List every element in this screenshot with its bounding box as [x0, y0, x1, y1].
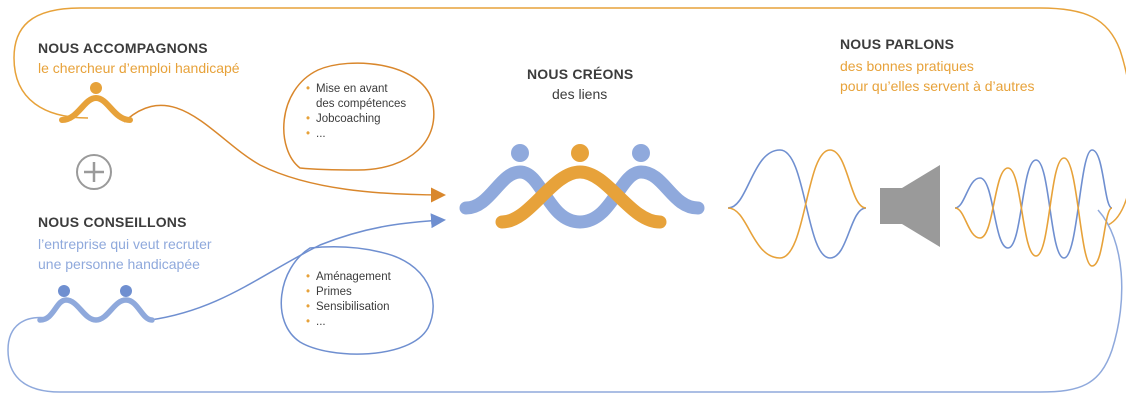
bullet: •	[306, 113, 311, 125]
job-seeker-icon	[59, 82, 133, 123]
conseillons-heading: NOUS CONSEILLONS	[38, 214, 187, 230]
conseillons-subtitle-line1: l’entreprise qui veut recruter	[38, 236, 212, 252]
accompagnons-heading: NOUS ACCOMPAGNONS	[38, 40, 208, 56]
list-item: •Aménagement	[306, 271, 391, 283]
conseillons-subtitle-line2: une personne handicapée	[38, 256, 200, 272]
list-item: •Primes	[306, 286, 352, 298]
bullet: •	[306, 301, 311, 313]
parlons-subtitle-line1: des bonnes pratiques	[840, 58, 974, 74]
bullet: •	[306, 83, 311, 95]
arrow-company-to-center	[149, 213, 446, 321]
bottom-blue-loop	[7, 209, 1123, 393]
bullet: •	[306, 128, 311, 140]
speech-bubble-bottom	[280, 246, 434, 355]
linked-people-icon	[459, 144, 705, 229]
speaker-icon	[880, 165, 940, 247]
bubble-top-list: •Mise en avant des compétences •Jobcoach…	[306, 82, 406, 142]
bullet: •	[306, 316, 311, 328]
list-item: •...	[306, 128, 326, 140]
plus-circle-icon	[76, 154, 112, 190]
list-item: •...	[306, 316, 326, 328]
sound-wave-right	[954, 149, 1113, 267]
parlons-subtitle-line2: pour qu’elles servent à d’autres	[840, 78, 1035, 94]
list-item: •Mise en avant	[306, 83, 388, 95]
sound-wave-left	[727, 149, 867, 259]
creons-subtitle: des liens	[552, 86, 608, 102]
creons-heading: NOUS CRÉONS	[527, 66, 634, 82]
speech-bubble-top	[283, 62, 435, 171]
list-item: •Jobcoaching	[306, 113, 381, 125]
list-item: •Sensibilisation	[306, 301, 390, 313]
bubble-bottom-list: •Aménagement •Primes •Sensibilisation •.…	[306, 270, 391, 330]
bullet: •	[306, 286, 311, 298]
bullet: •	[306, 271, 311, 283]
list-item: des compétences	[316, 98, 407, 110]
accompagnons-subtitle: le chercheur d’emploi handicapé	[38, 60, 240, 76]
parlons-heading: NOUS PARLONS	[840, 36, 955, 52]
company-people-icon	[37, 285, 155, 323]
arrow-seeker-to-center	[123, 104, 446, 203]
top-orange-loop	[13, 7, 1126, 226]
